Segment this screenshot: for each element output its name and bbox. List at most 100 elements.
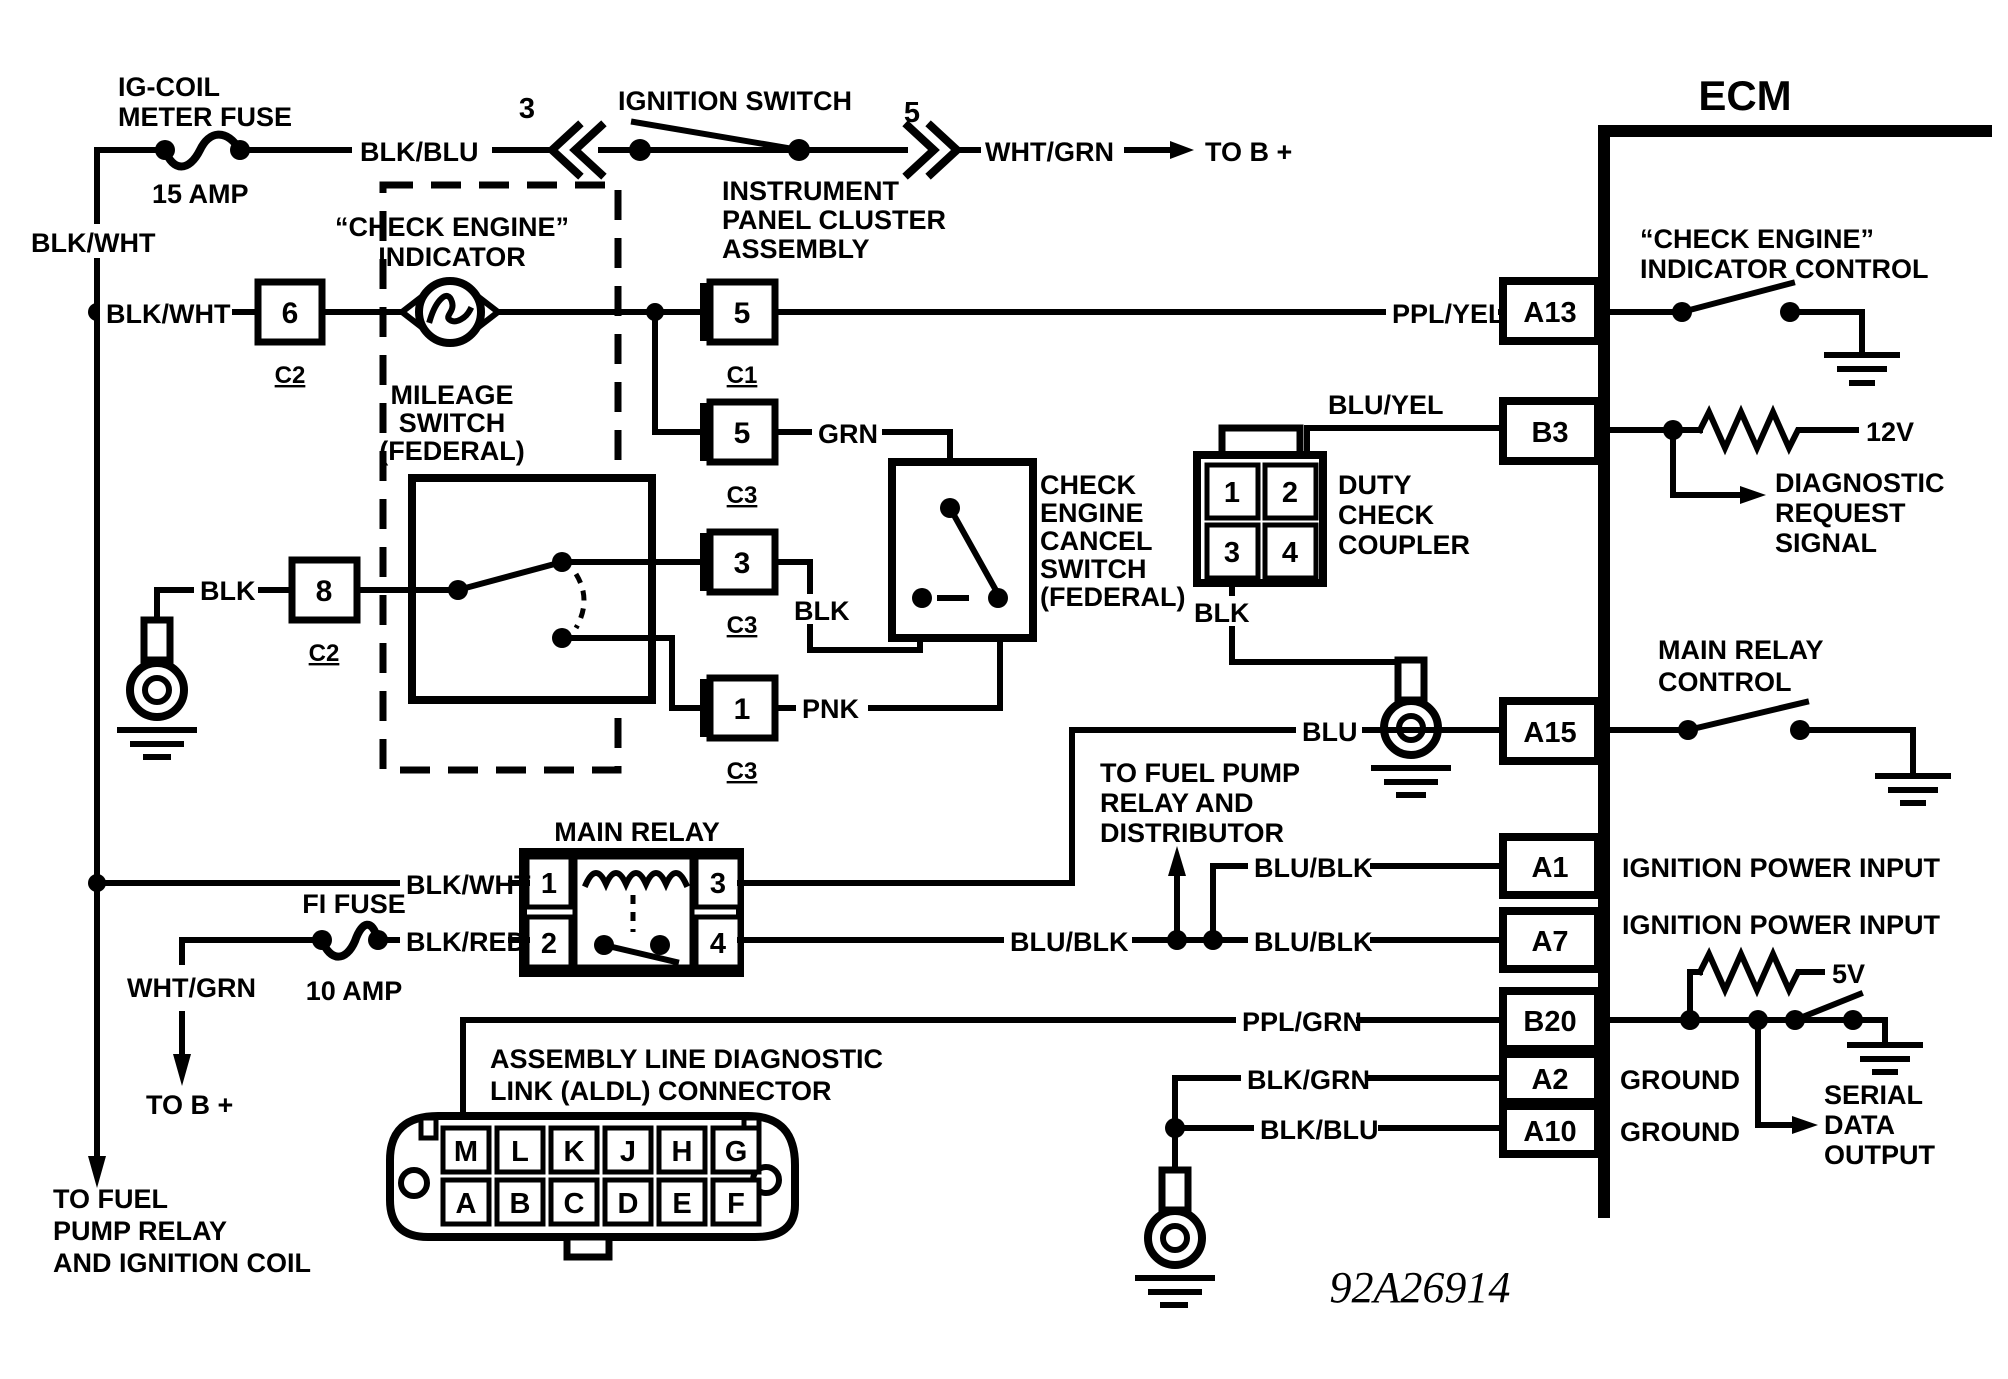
resistor-icon xyxy=(1695,404,1859,456)
cluster-title-line1: INSTRUMENT xyxy=(722,176,899,206)
aldl-pin-cell xyxy=(548,1177,600,1227)
wire-label-blk: BLK xyxy=(200,576,256,606)
fuse-rating-label: 15 AMP xyxy=(152,179,249,209)
relay-pin2: 2 xyxy=(541,928,557,960)
switch-contact-dot xyxy=(1790,720,1810,740)
ignition-contact-dot xyxy=(629,139,651,161)
label-bg xyxy=(1386,296,1498,328)
ecm-pin-a13-box xyxy=(1499,277,1602,345)
relay-pin4-box xyxy=(693,914,743,970)
wire-label-blk2: BLK xyxy=(794,596,850,626)
instrument-cluster: INSTRUMENT PANEL CLUSTER ASSEMBLY BLK/WH… xyxy=(94,176,1003,785)
connector-stub xyxy=(700,679,709,737)
ground-symbol-icon xyxy=(1875,773,1951,806)
check-engine-control-line2: INDICATOR CONTROL xyxy=(1640,254,1928,284)
fi-fuse-rating: 10 AMP xyxy=(306,976,403,1006)
wire-blu-yel xyxy=(1304,425,1506,458)
mileage-switch-blade xyxy=(454,558,566,594)
coupler-pin4: 4 xyxy=(1282,537,1298,569)
label-bg xyxy=(1188,596,1252,626)
cancel-switch-box xyxy=(888,458,1037,642)
check-engine-control-line1: “CHECK ENGINE” xyxy=(1640,224,1874,254)
v12-label: 12V xyxy=(1866,417,1914,447)
a15-internal-wire xyxy=(1607,727,1916,776)
pin5b-label: 5 xyxy=(734,417,751,450)
ground-symbol-icon xyxy=(117,727,197,760)
wire-label-blu-blk3: BLU/BLK xyxy=(1254,853,1373,883)
relay-pin1: 1 xyxy=(541,868,557,900)
fuse-symbol-15amp xyxy=(159,130,246,171)
cancel-contact-dot xyxy=(988,588,1008,608)
ecm-pin-b20: B20 xyxy=(1523,1006,1576,1038)
ignition-switch-label: IGNITION SWITCH xyxy=(618,86,852,116)
diag-request-line3: SIGNAL xyxy=(1775,528,1877,558)
to-b-plus-label: TO B + xyxy=(1205,137,1292,167)
duty-check-coupler: 1 2 3 4 DUTY CHECK COUPLER BLU/YEL BLK xyxy=(1188,390,1506,798)
ground-symbol-icon xyxy=(1847,1042,1923,1075)
aldl-pin-e: E xyxy=(672,1188,691,1220)
wire-label-blk-wht: BLK/WHT xyxy=(31,228,156,258)
mileage-title-line3: (FEDERAL) xyxy=(379,436,524,466)
relay-switch-blade xyxy=(600,941,680,966)
wire-label-grn: GRN xyxy=(818,419,878,449)
wire-label-blu-blk: BLU/BLK xyxy=(1010,927,1129,957)
aldl-pin-cell xyxy=(656,1177,708,1227)
ecm-pin-a2: A2 xyxy=(1531,1064,1568,1096)
wire-label-blk-wht3: BLK/WHT xyxy=(406,870,531,900)
mileage-switch-throw-arc xyxy=(573,572,587,630)
main-relay-title: MAIN RELAY xyxy=(554,817,720,847)
label-bg xyxy=(788,594,852,624)
coupler-title-line3: COUPLER xyxy=(1338,530,1470,560)
pin1-connector-label: C3 xyxy=(727,758,758,785)
resistor-icon xyxy=(1695,946,1825,998)
label-bg xyxy=(1254,1113,1378,1143)
label-bg xyxy=(1248,925,1370,955)
cancel-title-line1: CHECK xyxy=(1040,470,1137,500)
coupler-cell-1 xyxy=(1204,462,1261,521)
aldl-pin-cell xyxy=(710,1125,762,1175)
serial-line2: DATA xyxy=(1824,1110,1895,1140)
label-bg xyxy=(1296,714,1362,746)
bottom-note-line1: TO FUEL xyxy=(53,1184,168,1214)
wire-blu-a15 xyxy=(737,727,1506,886)
connector-chevron-right-icon xyxy=(902,120,963,180)
wire-label-pnk: PNK xyxy=(802,694,860,724)
fuse-name-line2: METER FUSE xyxy=(118,102,292,132)
ring-terminal-hole xyxy=(142,675,172,705)
connector-pin5b-box xyxy=(706,398,779,466)
pin5a-label: 5 xyxy=(734,297,751,330)
ring-terminal-stub xyxy=(1158,1166,1192,1214)
diag-request-wire xyxy=(1670,427,1743,498)
cluster-title-line2: PANEL CLUSTER xyxy=(722,205,946,235)
fuse-terminal-dot xyxy=(155,140,175,160)
wire-label-blk-blu: BLK/BLU xyxy=(360,137,478,167)
diag-request-line2: REQUEST xyxy=(1775,498,1906,528)
cluster-dashed-border xyxy=(379,181,622,774)
ring-terminal-stub xyxy=(1394,656,1428,704)
a1-note: IGNITION POWER INPUT xyxy=(1622,853,1941,883)
aldl-pin-m: M xyxy=(454,1136,478,1168)
ecm-pin-a1: A1 xyxy=(1531,852,1568,884)
ecm-pin-b3: B3 xyxy=(1531,417,1568,449)
label-bg xyxy=(1241,1063,1365,1093)
wire-label-wht-grn: WHT/GRN xyxy=(985,137,1114,167)
wire-label-blk-blu: BLK/BLU xyxy=(1260,1115,1378,1145)
fuse-name-line1: IG-COIL xyxy=(118,72,220,102)
aldl-mount-hole-icon xyxy=(398,1167,430,1199)
aldl-connector: PPL/GRN ASSEMBLY LINE DIAGNOSTIC LINK (A… xyxy=(386,1005,1506,1261)
cancel-title-line3: CANCEL xyxy=(1040,526,1153,556)
b20-switch-blade xyxy=(1791,990,1864,1024)
ground-symbol-icon xyxy=(1824,352,1900,386)
aldl-pin-b: B xyxy=(510,1188,531,1220)
relay-pin4: 4 xyxy=(710,928,726,960)
fuse-terminal-dot xyxy=(312,930,332,950)
junction-dot xyxy=(1680,1010,1700,1030)
main-relay-control-line1: MAIN RELAY xyxy=(1658,635,1824,665)
main-relay-control-line2: CONTROL xyxy=(1658,667,1791,697)
coupler-pin3: 3 xyxy=(1224,537,1240,569)
arrow-head-icon xyxy=(1740,486,1766,504)
serial-data-wire xyxy=(1755,1017,1795,1128)
bottom-note-line2: PUMP RELAY xyxy=(53,1216,227,1246)
